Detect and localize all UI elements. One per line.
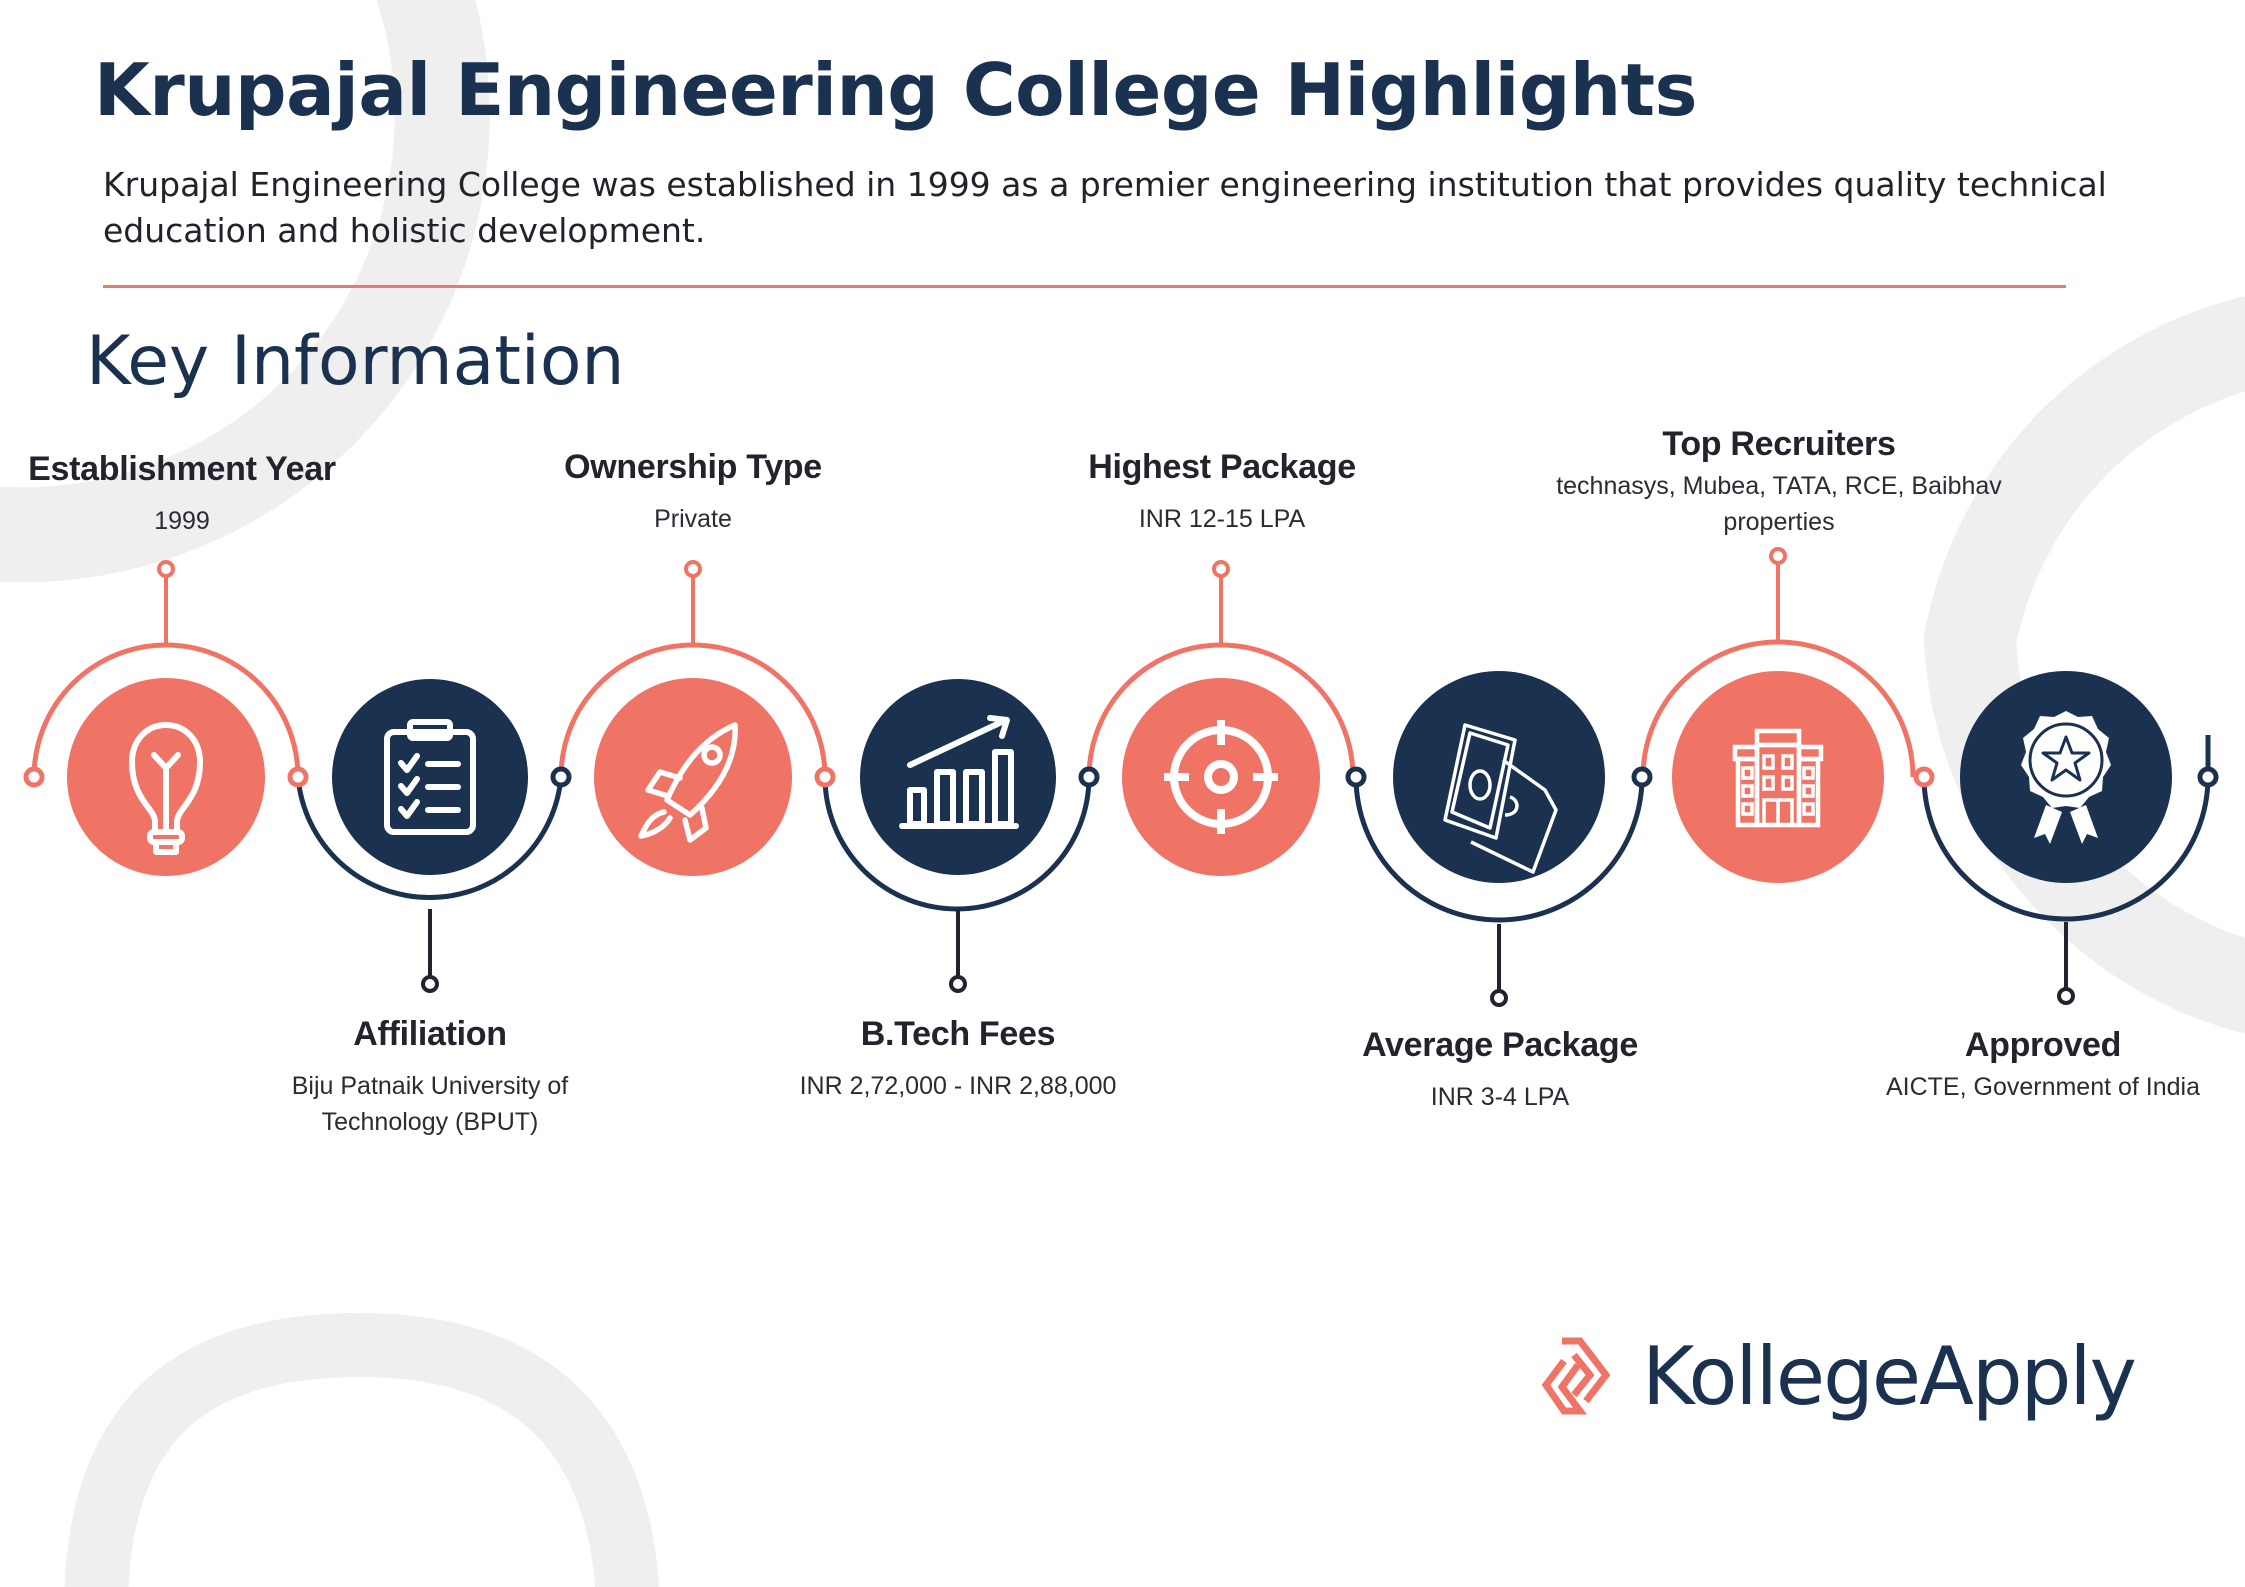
item-value: 1999: [154, 507, 210, 535]
arc-affiliation: [295, 776, 564, 900]
item-highest-package: Highest Package INR 12-15 LPA: [1088, 448, 1356, 537]
target-icon: [1164, 720, 1278, 834]
item-value: Private: [654, 505, 732, 533]
lightbulb-icon: [129, 722, 203, 855]
item-establishment-year: Establishment Year 1999: [28, 450, 336, 539]
kollegeapply-logo: KollegeApply: [1540, 1330, 2137, 1423]
item-title: Approved: [1964, 1026, 2122, 1064]
arc-approved: [1921, 776, 2211, 922]
item-title: Top Recruiters: [1662, 425, 1896, 463]
circle-recruiters: [1672, 671, 1884, 883]
money-bills-icon: [1443, 723, 1558, 874]
circle-affiliation: [332, 679, 528, 875]
circle-ownership: [594, 678, 792, 876]
item-title: Highest Package: [1088, 448, 1356, 486]
section-title: Key Information: [86, 322, 625, 401]
building-icon: [1732, 728, 1824, 828]
circle-fees: [860, 679, 1056, 875]
logo-text: KollegeApply: [1642, 1330, 2137, 1423]
rocket-icon: [638, 722, 738, 843]
item-btech-fees: B.Tech Fees INR 2,72,000 - INR 2,88,000: [800, 1015, 1117, 1104]
item-average-package: Average Package INR 3-4 LPA: [1362, 1026, 1638, 1115]
arc-average: [1353, 776, 1645, 923]
item-value-line2: Technology (BPUT): [321, 1108, 539, 1136]
item-value-line1: technasys, Mubea, TATA, RCE, Baibhav: [1556, 472, 2002, 500]
item-value-line1: Biju Patnaik University of: [291, 1072, 569, 1100]
item-approved: Approved AICTE, Government of India: [1886, 1026, 2200, 1105]
item-value: INR 2,72,000 - INR 2,88,000: [799, 1072, 1117, 1100]
item-value: AICTE, Government of India: [1885, 1073, 2201, 1101]
page-title: Krupajal Engineering College Highlights: [94, 48, 1697, 132]
item-title: B.Tech Fees: [860, 1015, 1056, 1053]
logo-chevron-icon: [1541, 1337, 1611, 1414]
decor-arc-bottom-left: [64, 1312, 660, 1587]
item-title: Affiliation: [353, 1015, 507, 1053]
header-divider: [103, 285, 2066, 288]
award-badge-icon: [2021, 711, 2111, 844]
decor-arc-right: [1923, 296, 2245, 1034]
clipboard-checklist-icon: [384, 719, 476, 835]
item-value: INR 3-4 LPA: [1430, 1083, 1570, 1111]
growth-chart-icon: [899, 715, 1019, 829]
item-ownership-type: Ownership Type Private: [564, 448, 822, 537]
item-title: Average Package: [1362, 1026, 1638, 1064]
item-affiliation: Affiliation Biju Patnaik University of T…: [292, 1015, 569, 1140]
circle-highest: [1122, 678, 1320, 876]
item-value-line2: properties: [1723, 508, 1835, 536]
page-description: Krupajal Engineering College was establi…: [103, 165, 2107, 250]
item-title: Establishment Year: [28, 450, 336, 488]
circle-average: [1393, 671, 1605, 883]
decor-arc-top-left: [0, 0, 490, 583]
item-top-recruiters: Top Recruiters technasys, Mubea, TATA, R…: [1556, 425, 2002, 540]
item-title: Ownership Type: [564, 448, 822, 486]
item-value: INR 12-15 LPA: [1138, 505, 1306, 533]
